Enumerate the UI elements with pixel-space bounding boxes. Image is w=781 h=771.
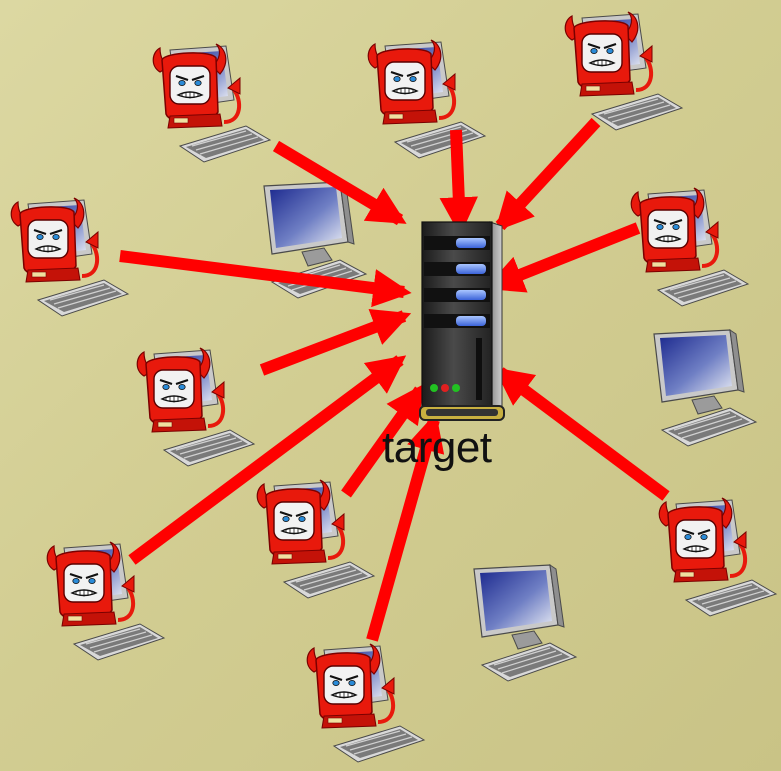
status-led-icon bbox=[452, 384, 460, 392]
attack-arrows bbox=[119, 117, 670, 642]
attack-arrow bbox=[493, 367, 670, 501]
attack-arrow bbox=[439, 129, 478, 236]
attack-arrow bbox=[494, 117, 601, 232]
attack-arrow bbox=[272, 140, 407, 226]
attack-arrow bbox=[259, 308, 412, 376]
idle-computer bbox=[653, 329, 757, 447]
attacker-computer bbox=[657, 496, 778, 618]
target-server bbox=[419, 221, 505, 421]
attack-arrow bbox=[366, 412, 445, 642]
drive-bay bbox=[456, 316, 486, 326]
attacker-computer bbox=[9, 196, 130, 318]
attacker-computer bbox=[135, 346, 256, 468]
attack-arrow bbox=[119, 250, 412, 308]
attacker-computer bbox=[255, 478, 376, 600]
status-led-icon bbox=[441, 384, 449, 392]
attacker-computer bbox=[305, 642, 426, 764]
drive-bay bbox=[456, 238, 486, 248]
attacker-computer bbox=[45, 540, 166, 662]
attacker-computer bbox=[151, 42, 272, 164]
attack-arrow bbox=[484, 222, 641, 293]
idle-computer bbox=[473, 564, 577, 682]
attacker-computer bbox=[366, 38, 487, 160]
attacker-computer bbox=[629, 186, 750, 308]
drive-bay bbox=[456, 290, 486, 300]
drive-bay bbox=[456, 264, 486, 274]
status-led-icon bbox=[430, 384, 438, 392]
attack-arrow bbox=[128, 355, 407, 565]
target-label: target bbox=[382, 423, 492, 472]
attacker-computer bbox=[563, 10, 684, 132]
attack-arrow bbox=[341, 383, 425, 498]
